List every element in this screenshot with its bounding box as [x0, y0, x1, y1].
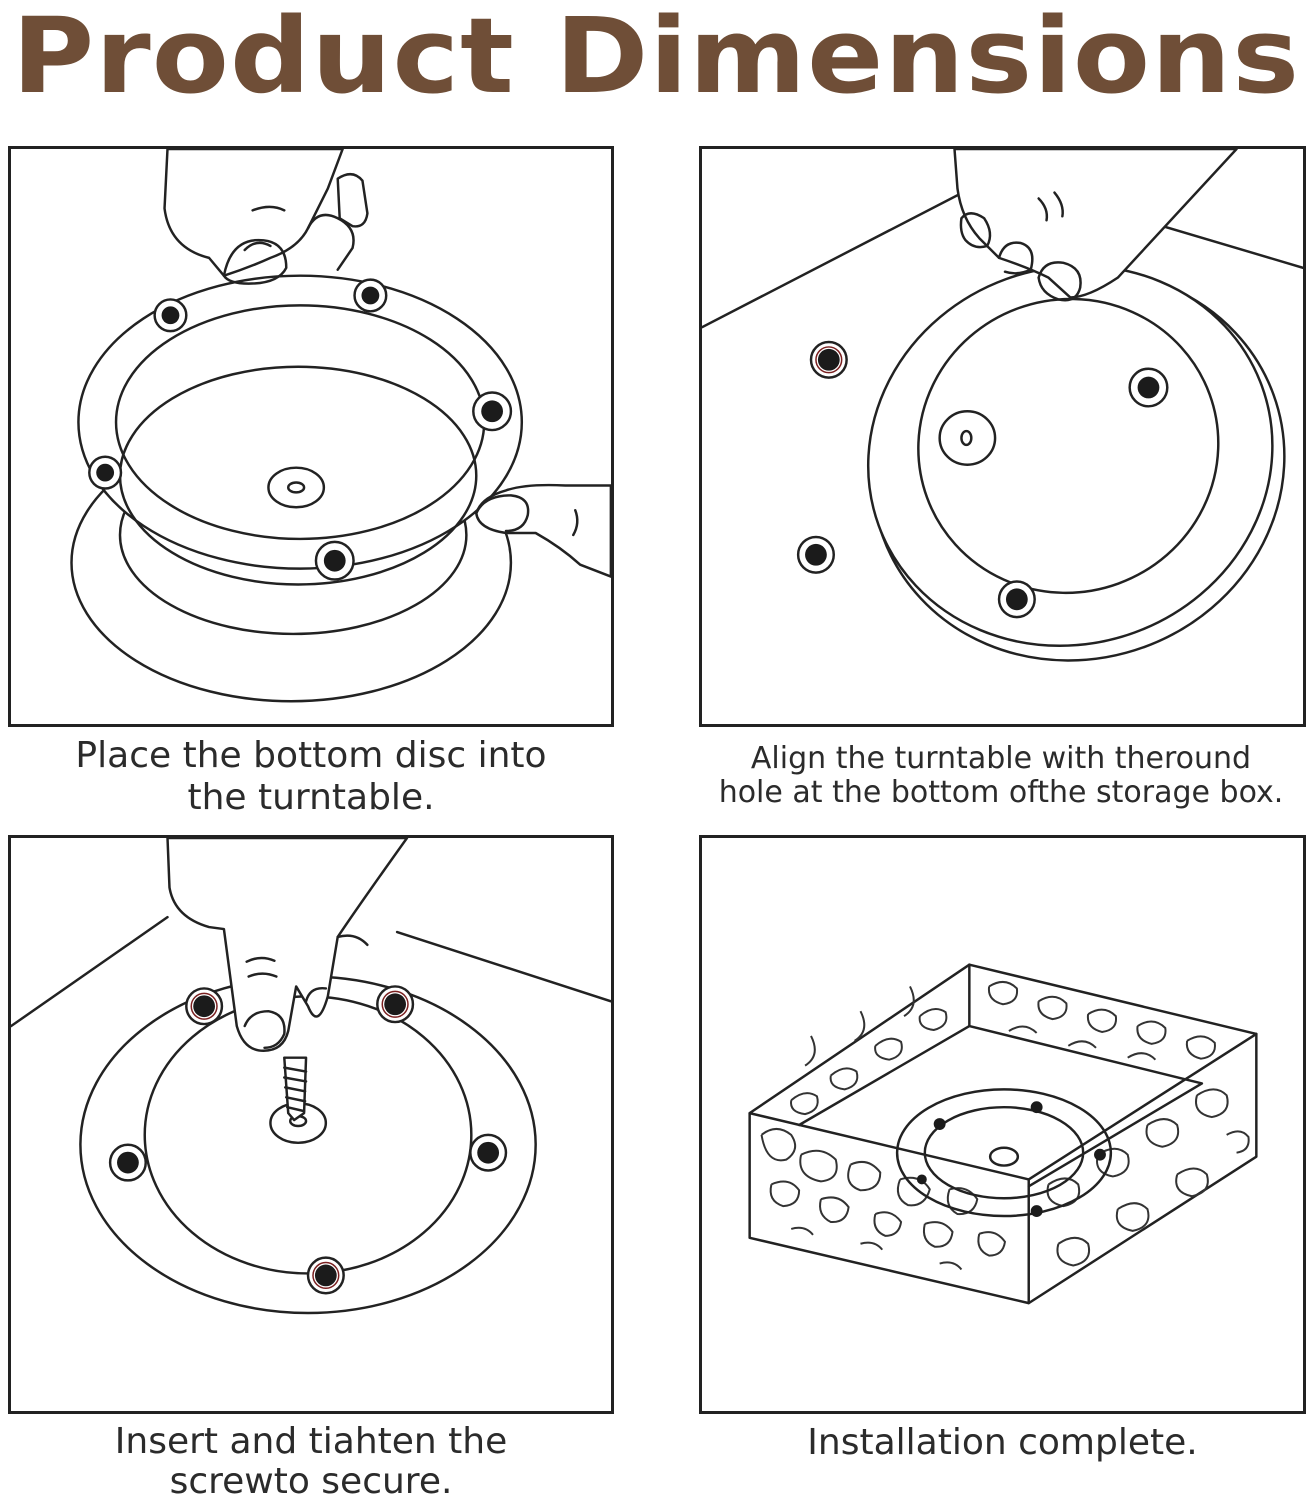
hand-top-drawing	[163, 149, 369, 285]
screw-holes	[796, 340, 1169, 619]
step-4-illustration	[699, 835, 1306, 1414]
screw-holes	[88, 278, 513, 581]
step-1-illustration	[8, 146, 614, 727]
completed-box-drawing	[748, 963, 1258, 1305]
step-3-illustration	[8, 835, 614, 1414]
step-2-caption: Align the turntable with theround hole a…	[690, 742, 1312, 810]
caption-line: Insert and tiahten the	[114, 1421, 508, 1462]
align-turntable-drawing	[702, 149, 1303, 662]
hand-right-drawing	[475, 483, 611, 578]
caption-line: screwto secure.	[169, 1461, 453, 1500]
caption-line: Align the turntable with theround	[750, 741, 1252, 776]
hand-top-drawing	[166, 838, 409, 1053]
caption-line: Place the bottom disc into	[75, 735, 547, 776]
caption-line: Installation complete.	[807, 1422, 1198, 1463]
step-2-illustration	[699, 146, 1306, 727]
disc-into-turntable-drawing	[70, 149, 611, 703]
caption-line: the turntable.	[187, 777, 435, 818]
screw-holes	[108, 985, 508, 1295]
turntable-holes	[916, 1101, 1106, 1218]
page-title: Product Dimensions	[11, 0, 1301, 117]
hand-top-drawing	[953, 149, 1238, 302]
step-1-caption: Place the bottom disc into the turntable…	[8, 735, 614, 819]
screw-drawing	[283, 1056, 308, 1122]
caption-line: hole at the bottom ofthe storage box.	[718, 775, 1284, 810]
step-4-caption: Installation complete.	[699, 1422, 1306, 1464]
box-pattern	[760, 981, 1250, 1271]
step-3-caption: Insert and tiahten the screwto secure.	[8, 1422, 614, 1500]
insert-screw-drawing	[11, 838, 611, 1315]
